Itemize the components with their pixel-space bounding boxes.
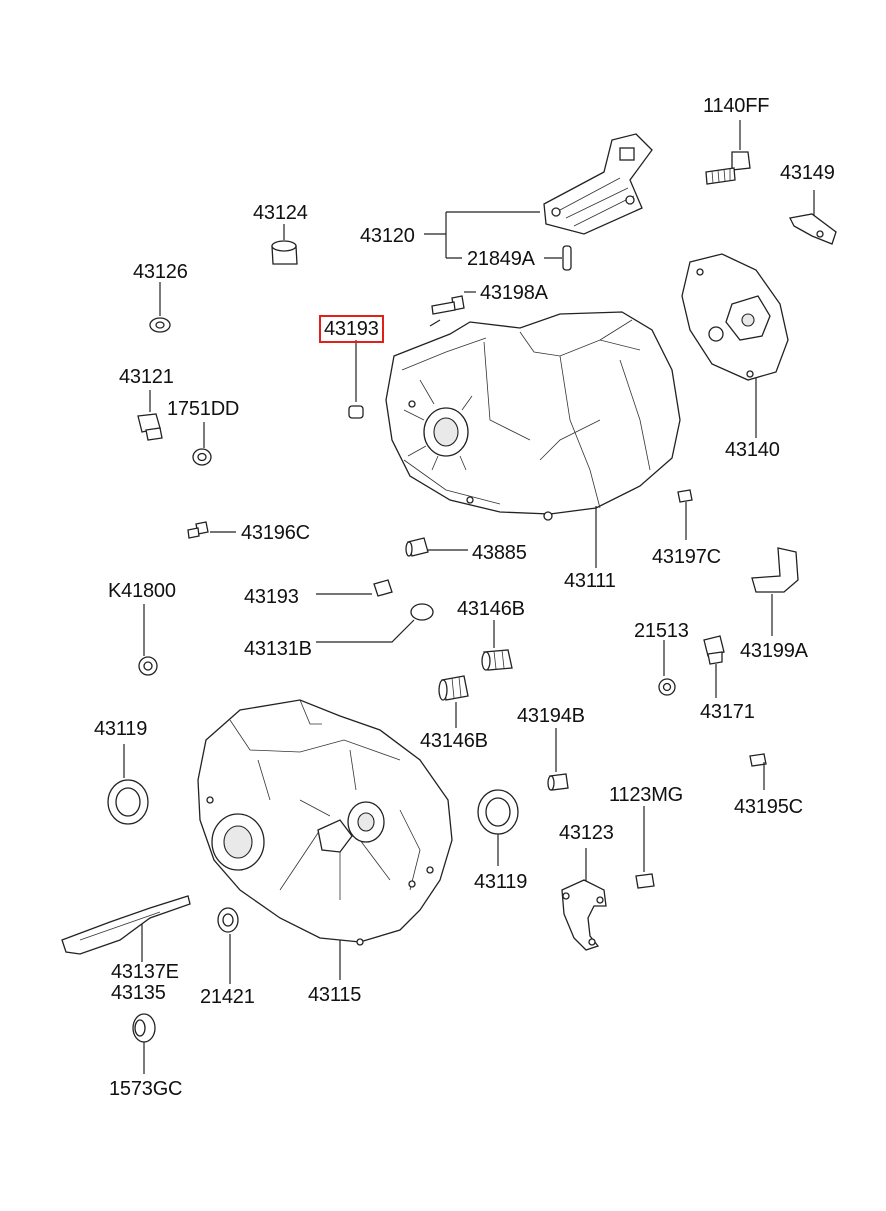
- label-43196C[interactable]: 43196C: [241, 522, 310, 544]
- part-43131B-cap[interactable]: [316, 603, 434, 643]
- part-1751DD-gasket[interactable]: [192, 422, 212, 466]
- label-43146B-b[interactable]: 43146B: [420, 730, 488, 752]
- part-43120-cover[interactable]: [543, 133, 653, 235]
- part-1123MG-bolt[interactable]: [635, 806, 655, 889]
- part-43126-washer[interactable]: [149, 282, 171, 333]
- label-43193-highlighted[interactable]: 43193: [319, 315, 384, 343]
- part-43111-transmission-case[interactable]: [385, 311, 681, 521]
- label-21513[interactable]: 21513: [634, 620, 689, 642]
- label-43193-mid[interactable]: 43193: [244, 586, 299, 608]
- part-21421-seal[interactable]: [217, 907, 239, 984]
- part-43197C-bolt[interactable]: [677, 489, 693, 540]
- label-43115[interactable]: 43115: [308, 984, 362, 1006]
- label-43199A[interactable]: 43199A: [740, 640, 808, 662]
- part-43115-clutch-housing[interactable]: [197, 699, 453, 946]
- part-43885-sleeve[interactable]: [405, 537, 468, 557]
- label-21421[interactable]: 21421: [200, 986, 255, 1008]
- label-21849A[interactable]: 21849A: [467, 248, 535, 270]
- part-43198A-bolt[interactable]: [429, 291, 476, 327]
- part-21513-washer[interactable]: [658, 640, 676, 696]
- part-1573GC-bushing[interactable]: [132, 1013, 156, 1074]
- part-43137E-gutter[interactable]: [61, 895, 191, 962]
- part-21849A-pin[interactable]: [562, 245, 572, 271]
- part-43149-bracket[interactable]: [789, 190, 837, 245]
- part-43140-side-cover[interactable]: [681, 253, 789, 381]
- label-43885[interactable]: 43885: [472, 542, 527, 564]
- label-43119-left[interactable]: 43119: [94, 718, 148, 740]
- part-43146B-bearing-b[interactable]: [438, 675, 469, 728]
- label-1751DD[interactable]: 1751DD: [167, 398, 240, 420]
- part-1140FF-bolt[interactable]: [705, 120, 751, 185]
- part-43194B-sleeve[interactable]: [547, 728, 569, 791]
- label-43120[interactable]: 43120: [360, 225, 415, 247]
- label-43197C[interactable]: 43197C: [652, 546, 721, 568]
- label-1140FF[interactable]: 1140FF: [703, 95, 770, 117]
- part-43193-dowel-top[interactable]: [348, 340, 364, 419]
- part-K41800-seal[interactable]: [138, 604, 158, 676]
- part-43146B-bearing-a[interactable]: [481, 620, 513, 671]
- part-43121-plug[interactable]: [137, 390, 163, 441]
- label-43140[interactable]: 43140: [725, 439, 780, 461]
- part-43124-bushing[interactable]: [271, 224, 298, 265]
- label-43171[interactable]: 43171: [700, 701, 755, 723]
- label-43123[interactable]: 43123: [559, 822, 614, 844]
- label-43149[interactable]: 43149: [780, 162, 835, 184]
- part-43171-plug[interactable]: [703, 635, 725, 698]
- part-43119-seal-right[interactable]: [477, 789, 519, 866]
- label-1573GC[interactable]: 1573GC: [109, 1078, 183, 1100]
- label-43137E[interactable]: 43137E: [111, 961, 179, 983]
- part-43123-plate[interactable]: [561, 848, 607, 951]
- label-43194B[interactable]: 43194B: [517, 705, 585, 727]
- label-43146B-a[interactable]: 43146B: [457, 598, 525, 620]
- label-43126[interactable]: 43126: [133, 261, 188, 283]
- label-43111[interactable]: 43111: [564, 570, 616, 592]
- label-43198A[interactable]: 43198A: [480, 282, 548, 304]
- label-1123MG[interactable]: 1123MG: [609, 784, 684, 806]
- label-43121[interactable]: 43121: [119, 366, 174, 388]
- label-43195C[interactable]: 43195C: [734, 796, 803, 818]
- leader-43120: [424, 211, 540, 259]
- part-43193-dowel-mid[interactable]: [316, 579, 393, 597]
- part-43119-seal-left[interactable]: [107, 744, 149, 825]
- part-43196C-bolt[interactable]: [187, 521, 236, 539]
- label-43119-right[interactable]: 43119: [474, 871, 528, 893]
- label-43131B[interactable]: 43131B: [244, 638, 312, 660]
- label-43124[interactable]: 43124: [253, 202, 308, 224]
- label-43135[interactable]: 43135: [111, 982, 166, 1004]
- part-43195C-bolt[interactable]: [749, 753, 767, 790]
- label-K41800[interactable]: K41800: [108, 580, 176, 602]
- part-43199A-bracket[interactable]: [751, 547, 799, 636]
